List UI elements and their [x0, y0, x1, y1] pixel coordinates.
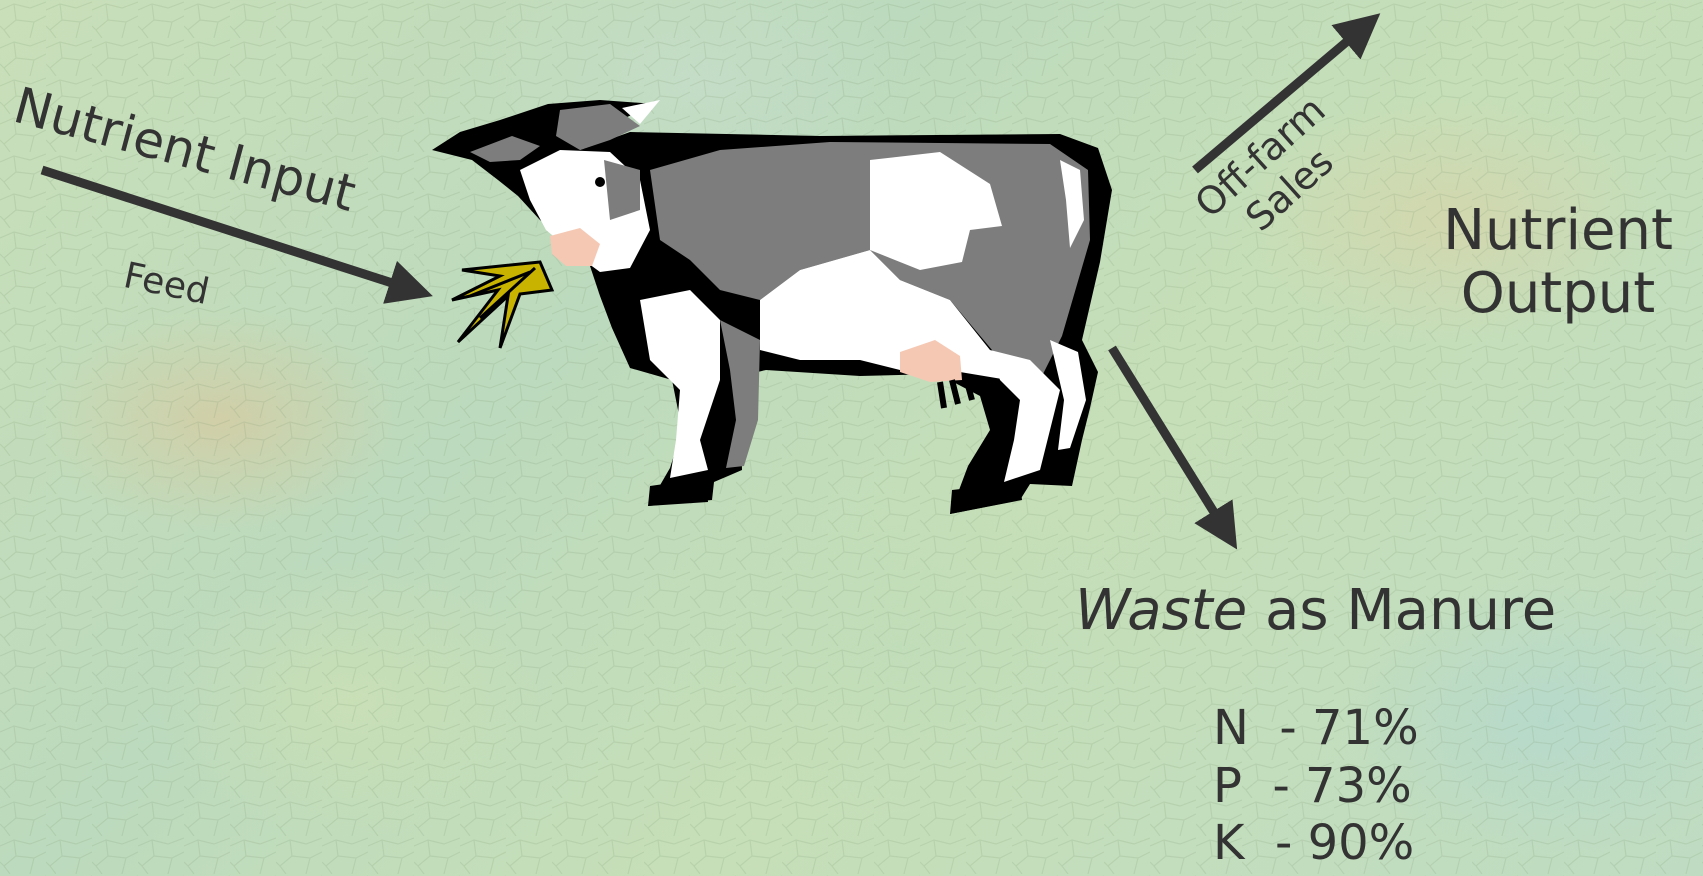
cow-illustration: [432, 100, 1112, 514]
waste-as-manure-label: Waste as Manure: [1075, 583, 1556, 639]
nutrient-percent-item: K - 90%: [1213, 815, 1415, 872]
manure-arrow-icon: [1108, 345, 1238, 550]
nutrient-percent-list: N - 71% P - 73% K - 90%: [1213, 700, 1419, 873]
input-arrow-icon: [40, 165, 433, 304]
hay-tuft-icon: [451, 260, 555, 349]
nutrient-percent-item: N - 71%: [1213, 700, 1419, 756]
waste-emphasis: Waste: [1075, 578, 1248, 643]
waste-rest: as Manure: [1247, 578, 1557, 643]
nutrient-percent-item: P - 73%: [1213, 757, 1412, 814]
nutrient-output-label: Nutrient Output: [1408, 198, 1703, 326]
output-label-line2: Output: [1460, 260, 1656, 326]
sales-arrow-icon: [1192, 13, 1381, 174]
output-label-line1: Nutrient: [1443, 198, 1673, 263]
